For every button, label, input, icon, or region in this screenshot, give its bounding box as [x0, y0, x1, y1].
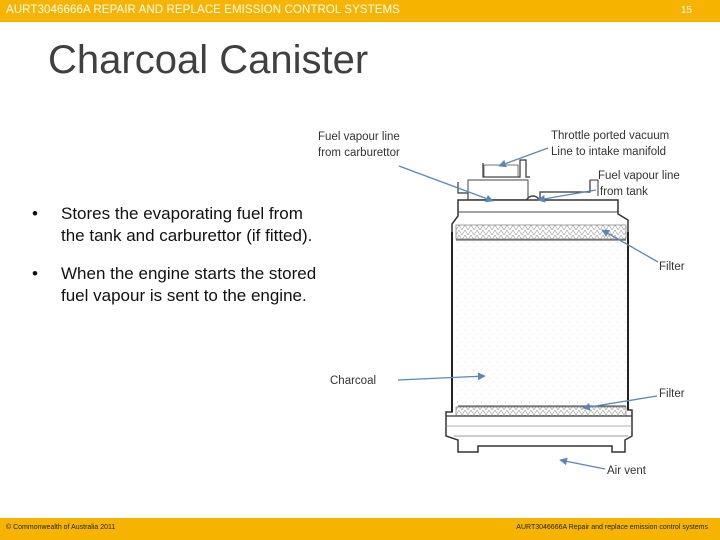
bullet-item: • Stores the evaporating fuel from the ta… [32, 203, 322, 247]
bullet-text: When the engine starts the stored fuel v… [61, 264, 317, 305]
bullet-item: • When the engine starts the stored fuel … [32, 263, 322, 307]
bullet-dot-icon: • [32, 264, 38, 283]
label-charcoal: Charcoal [330, 375, 377, 387]
label-line: from tank [600, 186, 648, 198]
label-line: Fuel vapour line [598, 170, 680, 182]
header-bar: AURT3046666A REPAIR AND REPLACE EMISSION… [0, 0, 720, 22]
copyright: © Commonwealth of Australia 2011 [6, 524, 116, 531]
label-line: from carburettor [318, 147, 400, 159]
label-fuel-vapour-carburettor: Fuel vapour line from carburettor [318, 129, 400, 161]
footer-course: AURT3046666A Repair and replace emission… [516, 524, 708, 531]
label-fuel-vapour-tank: Fuel vapour line from tank [598, 168, 680, 200]
course-title: AURT3046666A REPAIR AND REPLACE EMISSION… [6, 4, 400, 16]
label-filter-bottom: Filter [659, 388, 685, 400]
label-line: Throttle ported vacuum [551, 130, 670, 142]
bullet-list: • Stores the evaporating fuel from the ta… [32, 203, 322, 323]
bullet-text: Stores the evaporating fuel from the tan… [61, 204, 313, 245]
label-arrows [397, 147, 659, 470]
footer-bar: © Commonwealth of Australia 2011 AURT304… [0, 518, 720, 540]
label-line: Fuel vapour line [318, 131, 400, 143]
slide-title: Charcoal Canister [48, 38, 369, 82]
page-number: 15 [680, 5, 692, 16]
label-air-vent: Air vent [607, 465, 646, 477]
label-line: Line to intake manifold [551, 146, 667, 158]
label-throttle-vacuum: Throttle ported vacuum Line to intake ma… [551, 128, 669, 160]
canister-body [445, 199, 633, 453]
bullet-dot-icon: • [32, 204, 38, 223]
label-filter-top: Filter [659, 261, 685, 273]
